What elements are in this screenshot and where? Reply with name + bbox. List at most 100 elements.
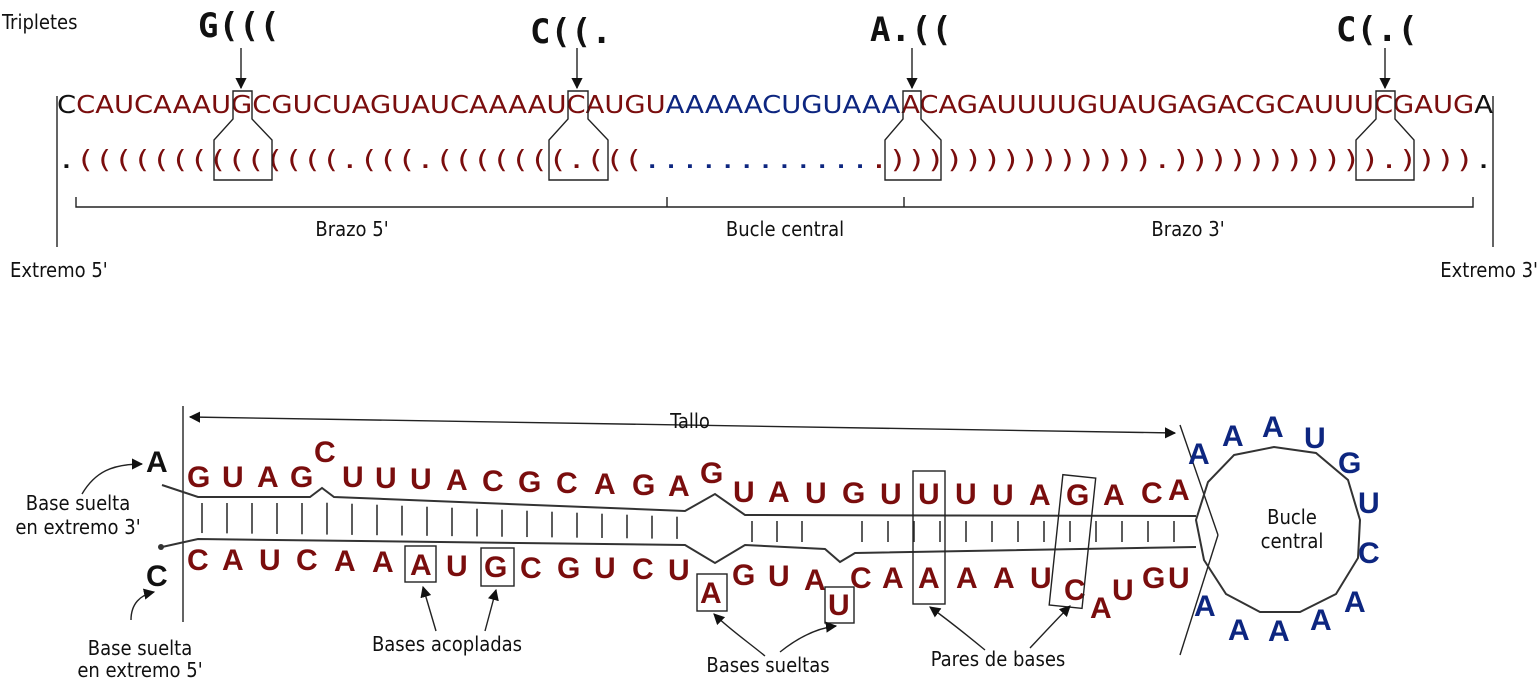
seq-loop: AAAAACUGUAAA xyxy=(666,90,902,119)
lower-base: A xyxy=(372,546,394,579)
dot-first: . xyxy=(57,145,76,174)
upper-base: U xyxy=(955,478,977,511)
upper-base: A xyxy=(1103,479,1125,512)
lower-base: A xyxy=(700,577,722,610)
region-loop-label: Bucle central xyxy=(726,217,844,241)
lower-base: U xyxy=(446,550,468,583)
loop-base: U xyxy=(1358,487,1380,520)
loop-base: A xyxy=(1262,411,1284,444)
end3-label: Extremo 3' xyxy=(1440,258,1538,282)
upper-base: G xyxy=(632,469,655,502)
loop-label-line2: central xyxy=(1261,529,1324,553)
pairs-label: Pares de bases xyxy=(931,647,1066,671)
lower-base: G xyxy=(557,552,580,585)
loop-label-line1: Bucle xyxy=(1267,505,1317,529)
lower-base: U xyxy=(259,544,281,577)
region-arm3-label: Brazo 3' xyxy=(1151,217,1224,241)
lower-base: C xyxy=(850,562,872,595)
upper-base: G xyxy=(290,461,313,494)
end5-label: Extremo 5' xyxy=(10,258,108,282)
region-brackets xyxy=(75,197,1474,208)
highlight-boxes xyxy=(404,470,1097,624)
unpaired-label: Bases sueltas xyxy=(706,653,829,677)
upper-strand: G U A G C U U U A C G C A G A G U A U G … xyxy=(187,436,1190,512)
upper-base: U xyxy=(222,461,244,494)
lower-base: U xyxy=(1168,562,1190,595)
loop-base: U xyxy=(1304,422,1326,455)
lower-base: U xyxy=(594,552,616,585)
seq-first-base: C xyxy=(57,90,76,119)
lower-base: U xyxy=(768,560,790,593)
lower-base: U xyxy=(668,554,690,587)
loop-boundary-upper xyxy=(1179,424,1219,536)
loop-base: A xyxy=(1344,586,1366,619)
triplet-3: A.(( xyxy=(870,10,952,50)
loop-boundary-lower xyxy=(1179,534,1219,656)
base-pair-rungs xyxy=(201,502,1175,542)
lower-base: A xyxy=(222,544,244,577)
annotation-arrows xyxy=(81,458,1071,657)
upper-base: C xyxy=(1141,477,1163,510)
seq-arm3: ACAGAUUUUGUAUGAGACGCAUUUCGAUG xyxy=(901,90,1474,119)
loop-base: A xyxy=(1194,590,1216,623)
upper-base: A xyxy=(1168,474,1190,507)
lower-strand: C A U C A A A U G C G U C U A G U A U C … xyxy=(187,544,1190,625)
end5-dot xyxy=(158,544,164,550)
loop-base: G xyxy=(1338,447,1361,480)
upper-base: C xyxy=(482,465,504,498)
upper-base: C xyxy=(314,436,336,469)
upper-base: U xyxy=(410,463,432,496)
coupled-label: Bases acopladas xyxy=(372,632,522,656)
upper-base: A xyxy=(1029,479,1051,512)
lower-base: G xyxy=(484,551,507,584)
dot-loop: ............ xyxy=(643,145,870,174)
free5-label-line1: Base suelta xyxy=(88,636,192,660)
upper-base: G xyxy=(842,477,865,510)
lower-base: U xyxy=(1112,574,1134,607)
lower-base: C xyxy=(296,544,318,577)
lower-base: U xyxy=(1030,562,1052,595)
free3-label-line1: Base suelta xyxy=(26,491,130,515)
lower-base: A xyxy=(804,564,826,597)
stem-span-arrow xyxy=(188,411,1177,439)
lower-base: U xyxy=(828,589,850,622)
upper-base: G xyxy=(187,461,210,494)
lower-base: A xyxy=(1090,592,1112,625)
lower-base: C xyxy=(1064,574,1086,607)
lower-base: G xyxy=(732,559,755,592)
lower-base: A xyxy=(956,562,978,595)
upper-base: A xyxy=(668,470,690,503)
lower-base: A xyxy=(334,545,356,578)
lower-backbone xyxy=(161,537,1197,565)
region-arm5-label: Brazo 5' xyxy=(315,217,388,241)
free3-label-line2: en extremo 3' xyxy=(15,515,140,539)
triplet-4: C(.( xyxy=(1336,10,1418,50)
loop-base: A xyxy=(1228,614,1250,647)
triplet-highlights xyxy=(213,90,1415,181)
stem-label: Tallo xyxy=(669,409,710,433)
upper-base: U xyxy=(805,477,827,510)
end5-base: C xyxy=(146,560,168,593)
seq-last-base: A xyxy=(1474,90,1493,119)
central-loop-ring xyxy=(1194,445,1362,613)
loop-base: A xyxy=(1268,615,1290,648)
dot-arm5: ((((((((((((((.(((.(((((((.((( xyxy=(76,145,643,174)
seq-arm5: CAUCAAAUGCGUCUAGUAUCAAAAUCAUGU xyxy=(76,90,666,119)
lower-base: A xyxy=(993,562,1015,595)
upper-base: G xyxy=(518,466,541,499)
dot-last: . xyxy=(1474,145,1493,174)
upper-base: A xyxy=(446,464,468,497)
free5-label-line2: en extremo 5' xyxy=(77,658,202,680)
triplet-arrows xyxy=(235,48,1391,90)
upper-base: G xyxy=(1066,479,1089,512)
lower-base: C xyxy=(520,552,542,585)
loop-strand: A A A U G U C A A A A A xyxy=(1188,411,1380,648)
lower-base: A xyxy=(918,562,940,595)
upper-base: A xyxy=(594,468,616,501)
lower-base: C xyxy=(632,553,654,586)
triplets-label: Tripletes xyxy=(1,10,77,34)
lower-base: A xyxy=(882,562,904,595)
upper-base: U xyxy=(880,478,902,511)
